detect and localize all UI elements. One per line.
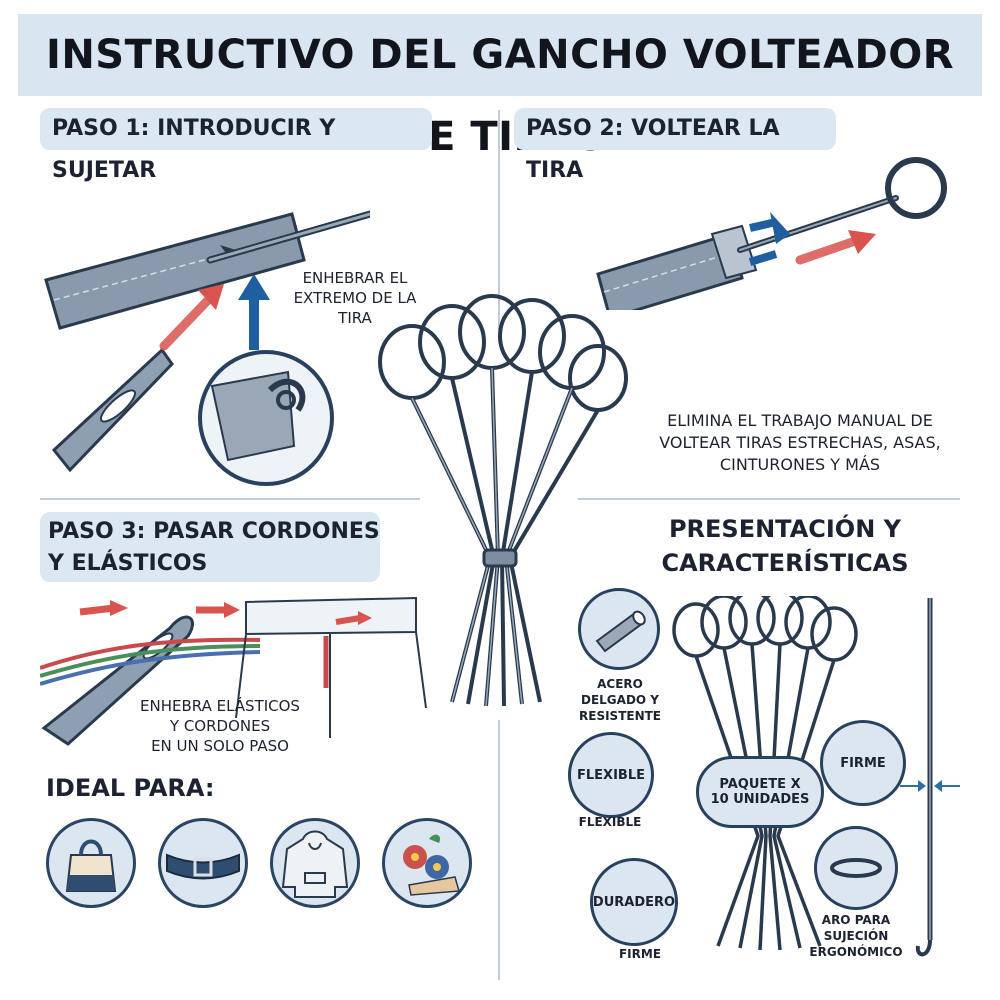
pack-badge-line-2: 10 UNIDADES [710, 792, 810, 807]
thread-caption-line-1: ENHEBRAR EL [302, 269, 408, 287]
ring-label-line-3: ERGONÓMICO [809, 945, 903, 959]
ring-label-line-2: SUJECIÓN [823, 929, 889, 943]
belt-icon [158, 818, 248, 908]
firm-badge: FIRME [820, 720, 906, 806]
title-banner: INSTRUCTIVO DEL GANCHO VOLTEADOR DE TIRA… [18, 14, 982, 160]
ideal-title: IDEAL PARA: [46, 774, 215, 802]
elastic-caption-line-3: EN UN SOLO PASO [151, 737, 289, 755]
tote-bag-icon [46, 818, 136, 908]
flexible-badge: FLEXIBLE [568, 732, 654, 818]
step-2-illustration [596, 157, 947, 310]
thread-caption-line-3: TIRA [338, 309, 372, 327]
thread-caption: ENHEBRAR EL EXTREMO DE LA TIRA [280, 268, 430, 328]
horizontal-divider-right [578, 498, 960, 500]
hoodie-icon [270, 818, 360, 908]
durable-badge: DURADERO [590, 858, 678, 946]
thread-caption-line-2: EXTREMO DE LA [293, 289, 417, 307]
step-3-line-2: Y ELÁSTICOS [48, 551, 208, 576]
elastic-caption: ENHEBRA ELÁSTICOS Y CORDONES EN UN SOLO … [120, 696, 320, 756]
hook-bundle-illustration [378, 294, 628, 707]
vertical-divider-top [498, 110, 500, 330]
step-3-line-1: PASO 3: PASAR CORDONES [48, 519, 380, 544]
features-title-line-2: CARACTERÍSTICAS [661, 549, 909, 577]
steel-label-line-1: ACERO [597, 677, 643, 691]
elastic-caption-line-1: ENHEBRA ELÁSTICOS [140, 697, 300, 715]
step-1-illustration [44, 210, 370, 486]
steel-label-line-2: DELGADO Y [581, 693, 659, 707]
pack-bundle-illustration [672, 596, 858, 951]
steel-label: ACERO DELGADO Y RESISTENTE [560, 676, 680, 724]
fabric-flowers-icon [382, 818, 472, 908]
step-3-illustration [40, 596, 427, 746]
step-3-header: PASO 3: PASAR CORDONES Y ELÁSTICOS [40, 512, 380, 582]
pack-badge: PAQUETE X 10 UNIDADES [696, 756, 824, 828]
vertical-divider-bottom [498, 720, 500, 980]
elastic-caption-line-2: Y CORDONES [169, 717, 271, 735]
steel-tube-icon [578, 588, 660, 670]
horizontal-divider-left [40, 498, 420, 500]
flexible-label: FLEXIBLE [578, 815, 642, 829]
features-title: PRESENTACIÓN Y CARACTERÍSTICAS [600, 512, 970, 580]
ring-label: ARO PARA SUJECIÓN ERGONÓMICO [796, 912, 916, 960]
firm-label: FIRME [618, 947, 662, 961]
pack-badge-line-1: PAQUETE X [719, 777, 801, 792]
single-hook-illustration [900, 598, 960, 957]
ring-label-line-1: ARO PARA [821, 913, 891, 927]
step-1-header: PASO 1: INTRODUCIR Y SUJETAR [40, 108, 432, 183]
eliminate-caption-line-2: VOLTEAR TIRAS ESTRECHAS, ASAS, [659, 433, 941, 452]
features-title-line-1: PRESENTACIÓN Y [668, 515, 902, 543]
eliminate-caption-line-1: ELIMINA EL TRABAJO MANUAL DE [667, 411, 933, 430]
step-2-header: PASO 2: VOLTEAR LA TIRA [514, 108, 836, 183]
eliminate-caption-line-3: CINTURONES Y MÁS [719, 455, 881, 474]
steel-label-line-3: RESISTENTE [579, 709, 661, 723]
eliminate-caption: ELIMINA EL TRABAJO MANUAL DE VOLTEAR TIR… [630, 410, 970, 476]
ring-icon [814, 826, 898, 910]
